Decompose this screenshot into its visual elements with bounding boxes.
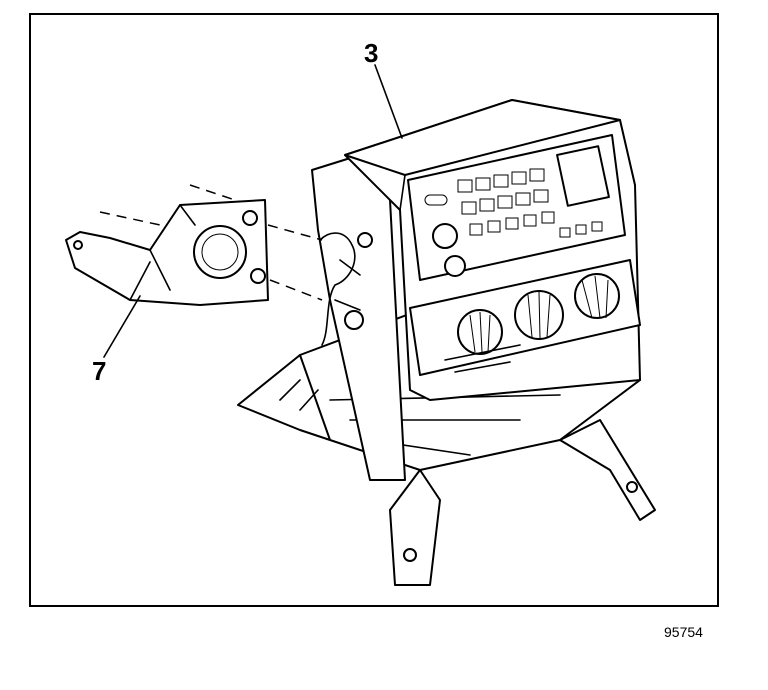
callout-leaders [103,64,403,358]
tune-knob-icon [444,255,466,277]
side-mount-bracket [311,154,406,481]
callout-part-3: 3 [364,38,379,68]
volume-knob-icon [432,223,458,249]
radio-buttons [457,168,603,238]
figure-number: 95754 [664,624,703,640]
mounting-bracket-part-7 [65,199,269,306]
fan-knob-icon [457,309,503,355]
radio-hvac-module [344,99,641,401]
hvac-knobs [457,273,620,355]
callout-part-7: 7 [92,356,107,386]
